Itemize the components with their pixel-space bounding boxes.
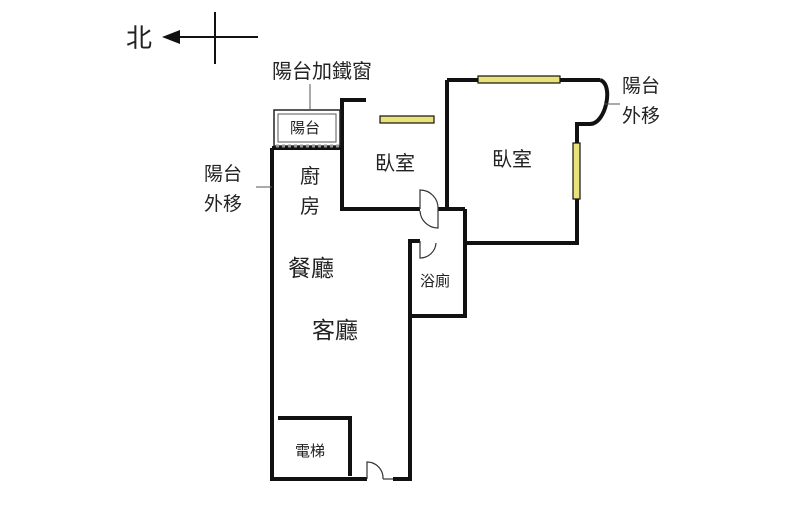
label-balcony-iron-window: 陽台加鐵窗 <box>272 59 372 83</box>
room-bathroom: 浴廁 <box>420 272 450 290</box>
door-bathroom <box>419 241 437 259</box>
wall-bathroom <box>410 209 467 318</box>
label-balcony-outward-left-line2: 外移 <box>204 193 242 215</box>
doors <box>366 189 439 480</box>
compass-arrow-head <box>162 30 180 44</box>
room-kitchen-line2: 房 <box>300 194 320 218</box>
window-bedroom-large-top <box>477 75 561 84</box>
room-kitchen-line1: 廚 <box>300 164 320 188</box>
wall-living-right <box>393 239 420 481</box>
room-bedroom-large: 臥室 <box>492 147 532 171</box>
door-bedroom-large <box>419 209 439 229</box>
north-label: 北 <box>126 24 152 54</box>
door-bedroom-small <box>419 189 439 210</box>
wall-bedroom-small-left-bottom <box>340 148 420 211</box>
windows <box>379 75 581 200</box>
label-balcony-outward-right-line1: 陽台 <box>622 75 660 97</box>
room-elevator: 電梯 <box>295 442 325 460</box>
label-balcony-outward-right-line2: 外移 <box>622 105 660 127</box>
walls <box>270 78 610 481</box>
door-entrance <box>366 461 384 480</box>
room-balcony: 陽台 <box>290 119 320 137</box>
leaders <box>256 84 620 188</box>
wall-bedroom-small-top <box>340 98 366 148</box>
label-balcony-outward-left-line1: 陽台 <box>204 163 242 185</box>
wall-elevator <box>278 416 352 476</box>
balcony-inner-outline <box>277 113 337 143</box>
compass: 北 <box>126 12 258 64</box>
window-bedroom-small <box>379 115 435 124</box>
wall-bedroom-large-right <box>465 78 610 245</box>
room-living: 客廳 <box>312 318 358 344</box>
room-dining: 餐廳 <box>288 256 334 282</box>
room-bedroom-small: 臥室 <box>375 151 415 175</box>
window-bedroom-large-right <box>572 142 581 200</box>
balcony-box <box>273 109 341 148</box>
wall-left <box>270 148 367 481</box>
